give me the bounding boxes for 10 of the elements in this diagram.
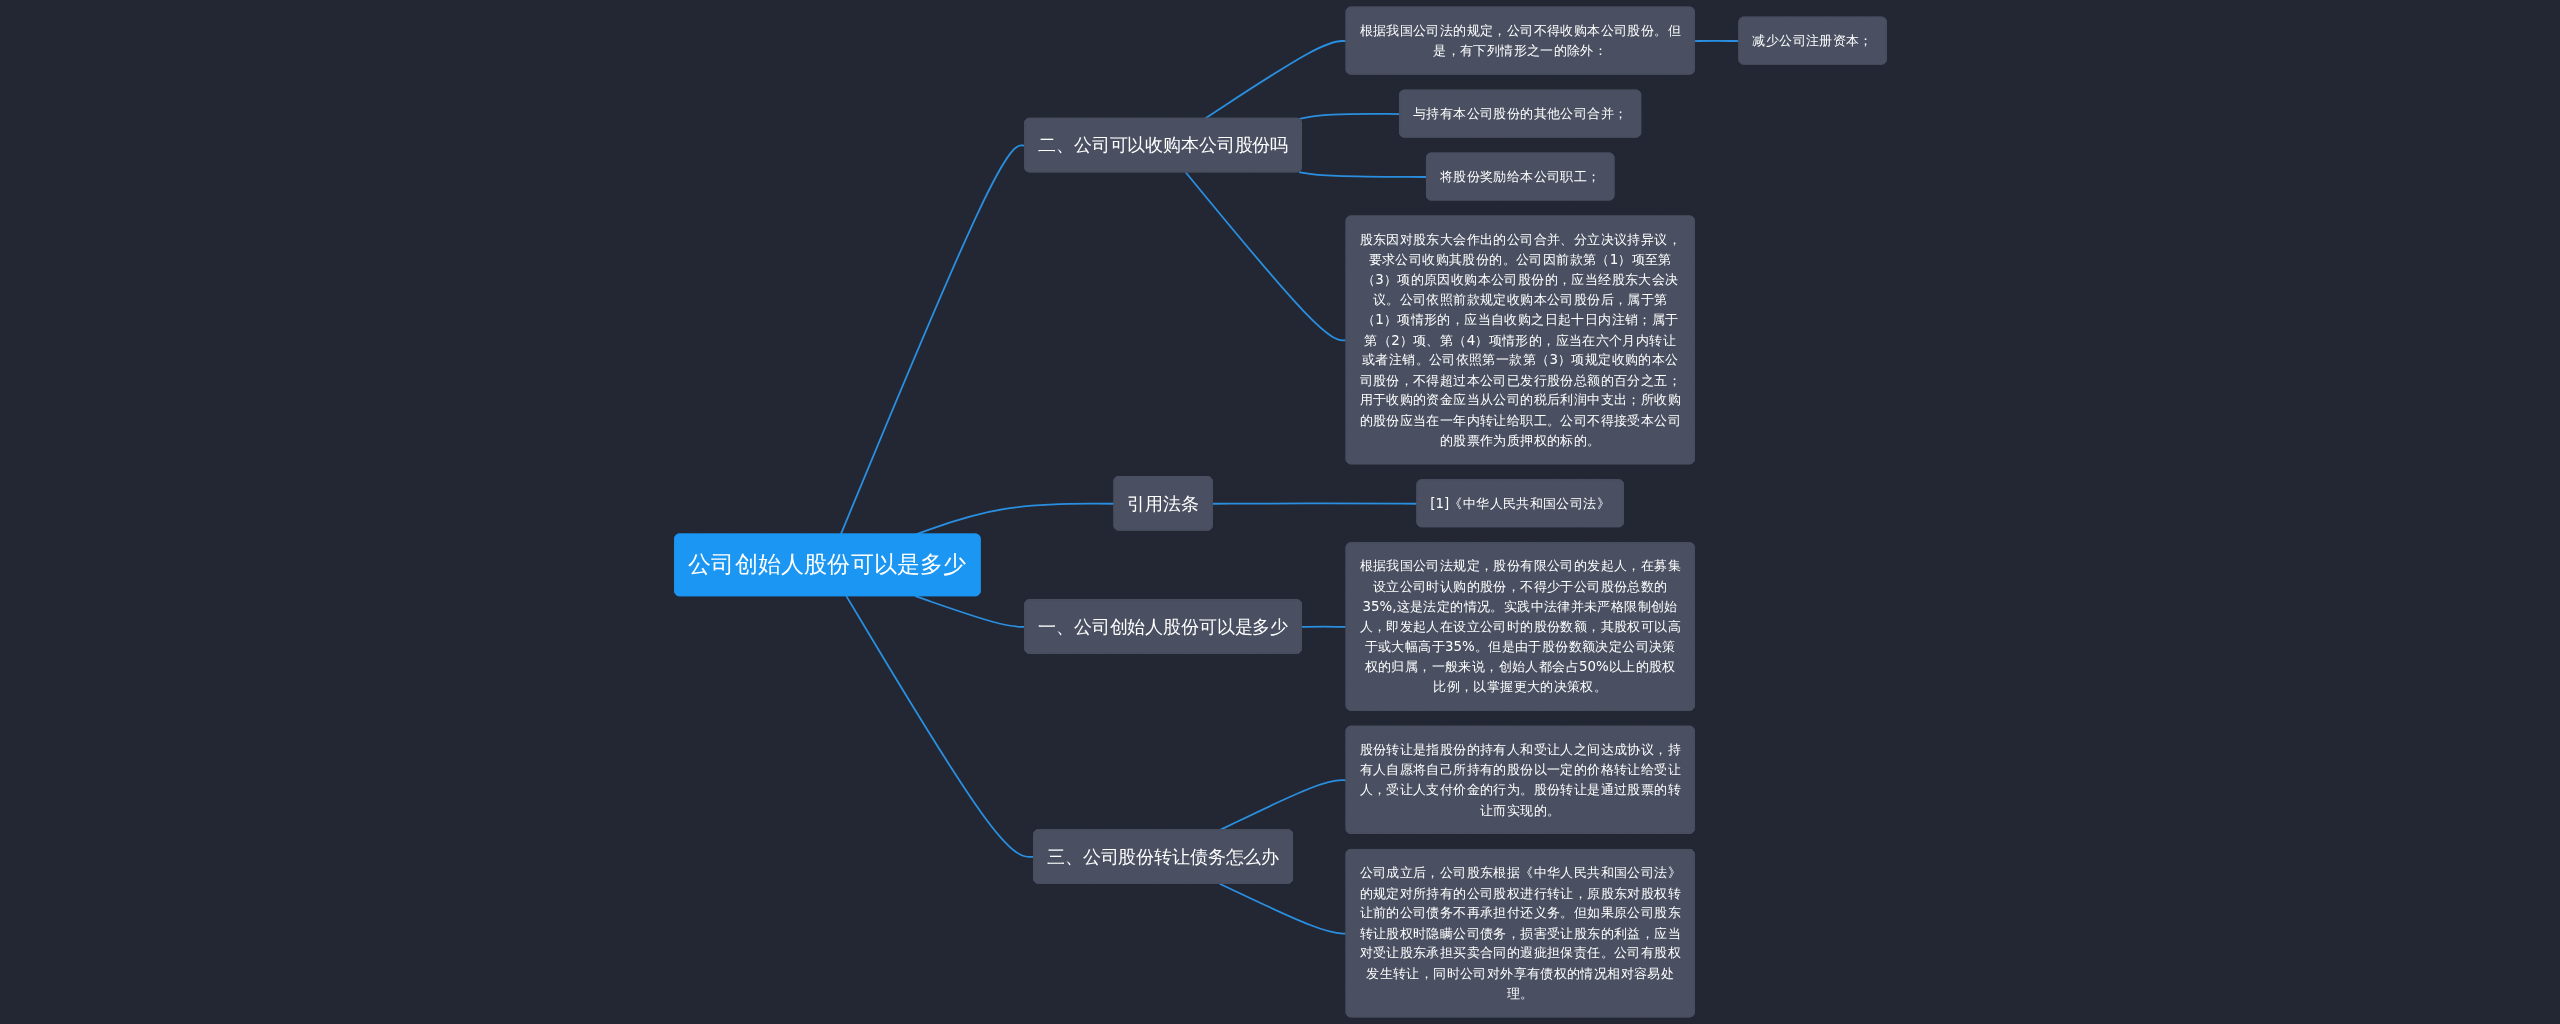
connector [1184, 171, 1347, 342]
connector [1693, 39, 1740, 42]
connector [844, 595, 1035, 858]
connector [839, 144, 1026, 536]
connector [1203, 40, 1347, 120]
connector [1297, 113, 1401, 120]
connector [913, 595, 1026, 628]
connector [1211, 502, 1418, 505]
connector [1300, 625, 1347, 628]
connector [1218, 882, 1347, 935]
